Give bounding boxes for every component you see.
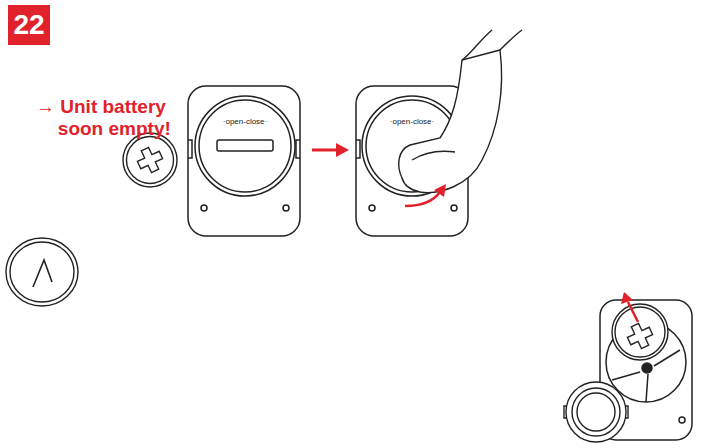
- battery-coin: [123, 133, 177, 187]
- coin-tool: [6, 238, 78, 306]
- page-number: 22: [8, 5, 50, 45]
- unit-back: [188, 86, 300, 236]
- number-badge: [8, 5, 50, 45]
- step-arrow: [312, 143, 349, 157]
- battery-cover: [564, 382, 628, 442]
- heading: → Unit battery soon empty!: [36, 96, 208, 140]
- cover-text: ·open-close·: [390, 117, 434, 126]
- cover-text: ·open-close·: [223, 117, 267, 126]
- hand: [399, 30, 522, 193]
- battery-removed: [612, 304, 668, 360]
- lift-arrow: [621, 292, 638, 322]
- turn-arrow: [405, 184, 446, 206]
